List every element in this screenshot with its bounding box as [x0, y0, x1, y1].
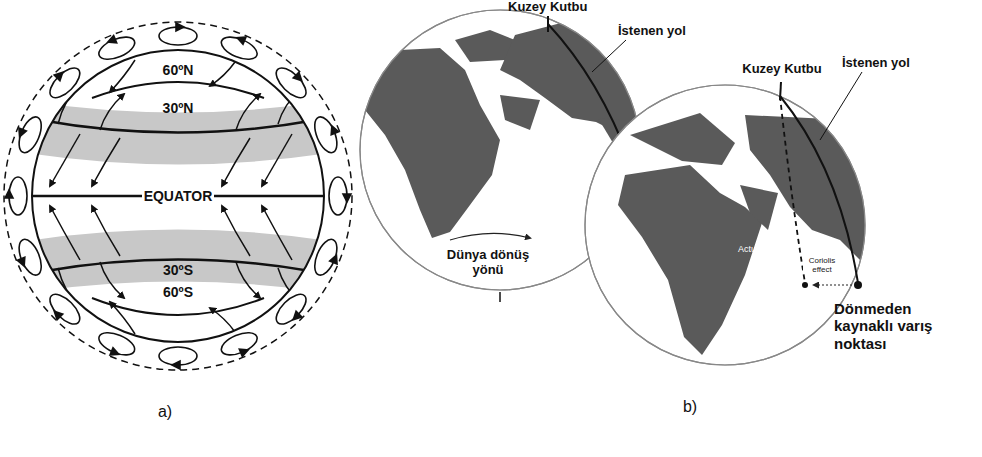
- panel-label: a): [158, 403, 172, 421]
- latitude-label: 60ºS: [163, 284, 193, 300]
- path-label: Actual path: [738, 244, 783, 254]
- pole-label: Kuzey Kutbu: [742, 62, 821, 77]
- latitude-label: 30ºS: [163, 262, 193, 278]
- effect-label: Coriolis effect: [803, 256, 841, 274]
- arrival-label: Dönmeden kaynaklı varış noktası: [834, 300, 974, 352]
- circulation-globe: [4, 22, 352, 370]
- latitude-label: EQUATOR: [142, 188, 215, 204]
- path-label: İstenen yol: [842, 56, 910, 71]
- pole-label: Kuzey Kutbu: [508, 0, 587, 15]
- latitude-label: 60ºN: [163, 62, 194, 78]
- path-label: İstenen yol: [618, 24, 686, 39]
- rotation-label: Dünya dönüş yönü: [433, 248, 543, 278]
- panel-label: b): [683, 398, 697, 416]
- latitude-label: 30ºN: [163, 100, 194, 116]
- globe-coriolis: [585, 72, 875, 365]
